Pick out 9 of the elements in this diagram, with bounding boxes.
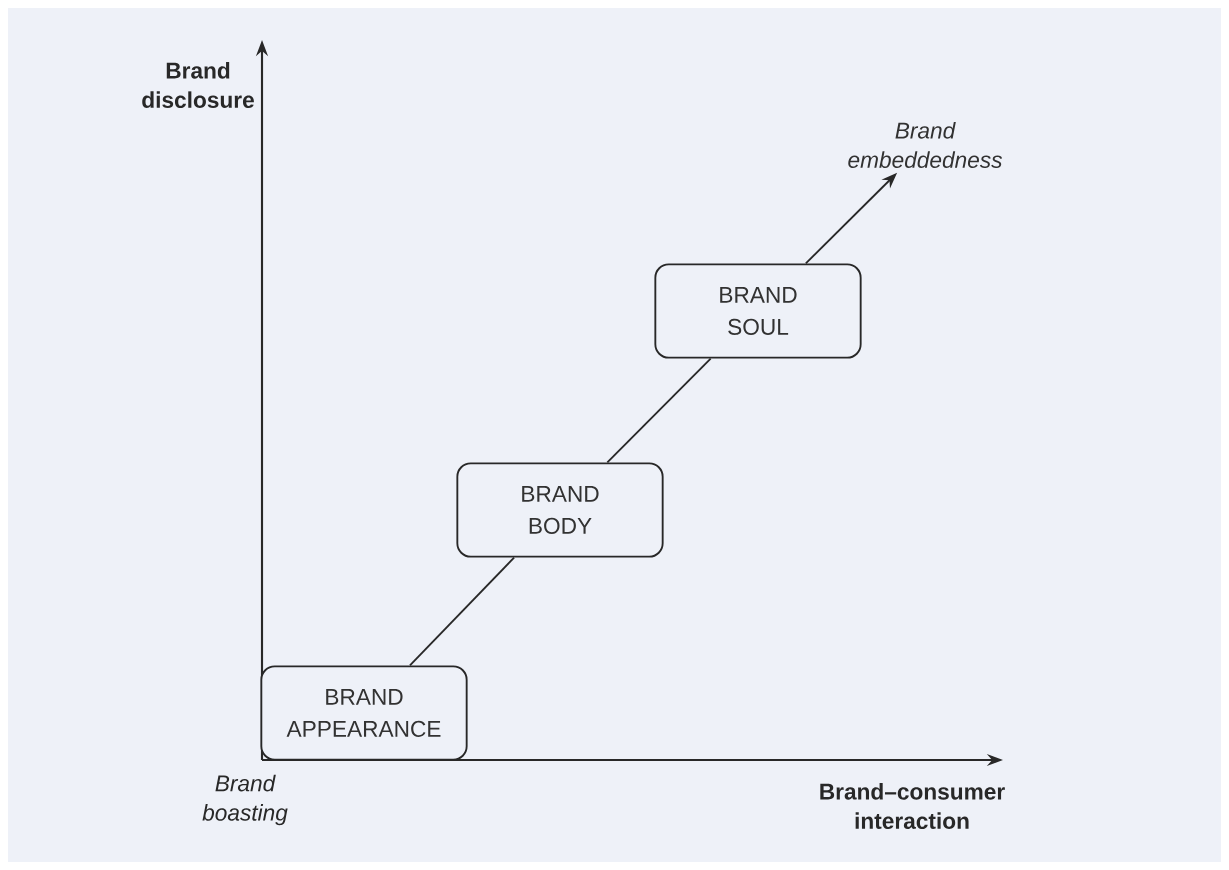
connector-line	[409, 556, 516, 667]
connector-line	[606, 357, 712, 464]
process-box: BRAND APPEARANCE	[260, 665, 468, 761]
process-box: BRAND BODY	[456, 462, 664, 558]
axis-label: Brand boasting	[202, 774, 288, 826]
axis-label: Brand disclosure	[142, 62, 254, 108]
axis-label: Brand–consumer interaction	[820, 783, 1005, 829]
end-label: Brand embeddedness	[848, 122, 1002, 168]
process-box: BRAND SOUL	[654, 263, 862, 359]
